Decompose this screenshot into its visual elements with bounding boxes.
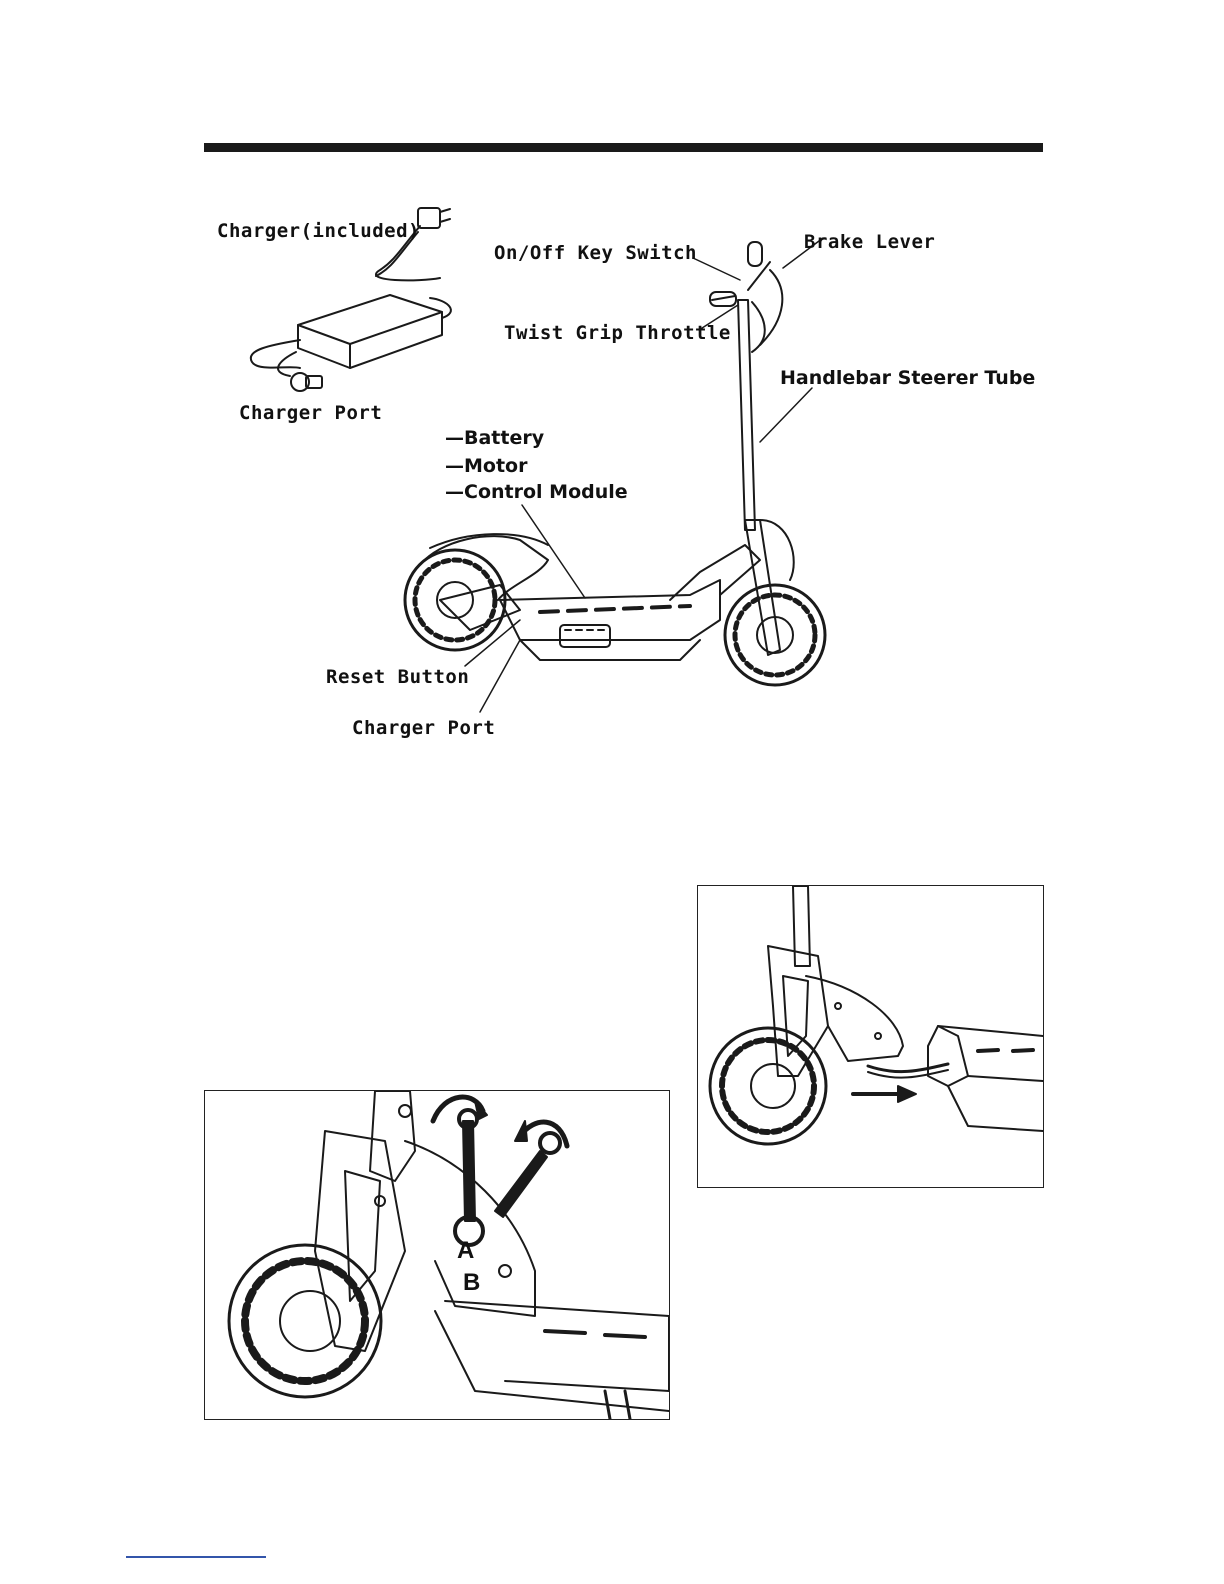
label-brake-lever: Brake Lever xyxy=(804,231,935,253)
wrench-letter-b: B xyxy=(463,1269,480,1297)
label-motor: —Motor xyxy=(445,455,527,477)
label-on-off-key-switch: On/Off Key Switch xyxy=(494,242,697,264)
wrench-tightening-illustration xyxy=(205,1091,669,1419)
cable-routing-illustration xyxy=(698,886,1043,1187)
label-charger: Charger(included) xyxy=(217,220,420,242)
label-charger-port-top: Charger Port xyxy=(239,402,382,424)
label-handlebar-steerer-tube: Handlebar Steerer Tube xyxy=(780,367,1035,389)
charger-plug-icon xyxy=(376,208,450,280)
wrench-letter-a: A xyxy=(457,1237,474,1265)
label-charger-port-bottom: Charger Port xyxy=(352,717,495,739)
label-battery: —Battery xyxy=(445,427,544,449)
figure-cable-routing-panel xyxy=(697,885,1044,1188)
label-reset-button: Reset Button xyxy=(326,666,469,688)
figure-wrench-tightening-panel: A B xyxy=(204,1090,670,1420)
label-twist-grip-throttle: Twist Grip Throttle xyxy=(504,322,731,344)
charger-brick-icon xyxy=(251,295,451,391)
scooter-overview-illustration xyxy=(0,0,1224,760)
footer-link-underline xyxy=(126,1556,266,1558)
label-control-module: —Control Module xyxy=(445,481,628,503)
